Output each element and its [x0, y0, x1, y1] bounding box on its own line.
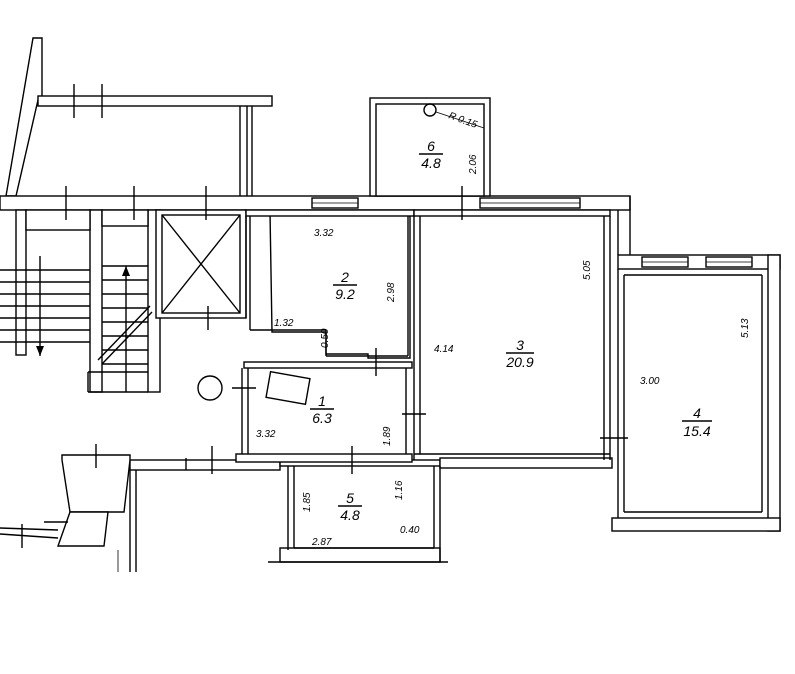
- room3-top-label: 5.05: [582, 260, 593, 280]
- room-6: [369, 97, 491, 197]
- room1-side-label: 1.89: [382, 426, 393, 446]
- room3-side-label: 4.14: [434, 344, 454, 355]
- room5-area: 4.8: [340, 507, 360, 523]
- room5-niche-label: 0.40: [400, 525, 420, 536]
- room4-top-label: 5.13: [740, 318, 751, 338]
- room-3: [413, 209, 611, 460]
- room3-area: 20.9: [505, 354, 533, 370]
- room2-niche-h-label: 0.50: [320, 328, 331, 348]
- room2-niche-w-label: 1.32: [274, 318, 294, 329]
- staircase: [0, 209, 153, 393]
- room6-side-label: 2.06: [468, 154, 479, 175]
- room-1: [235, 361, 413, 463]
- room3-number: 3: [516, 337, 524, 353]
- room5-number: 5: [346, 490, 354, 506]
- room5-left-label: 1.85: [302, 492, 313, 512]
- elevator-shaft: [155, 209, 247, 319]
- room2-top-label: 3.32: [314, 228, 334, 239]
- room-5: [287, 466, 441, 562]
- room6-area: 4.8: [421, 155, 441, 171]
- room2-side-label: 2.98: [386, 282, 397, 303]
- room2-area: 9.2: [335, 286, 355, 302]
- room1-number: 1: [318, 393, 326, 409]
- door-marks: [21, 84, 628, 548]
- windows: [311, 197, 753, 268]
- room6-number: 6: [427, 138, 435, 154]
- room1-width-label: 3.32: [256, 429, 276, 440]
- room4-number: 4: [693, 405, 701, 421]
- room4-area: 15.4: [683, 423, 710, 439]
- room-2: [245, 209, 415, 460]
- room2-number: 2: [340, 269, 349, 285]
- room5-bottom-label: 2.87: [311, 537, 332, 548]
- landing-column: [197, 375, 223, 401]
- room1-area: 6.3: [312, 410, 332, 426]
- room4-side-label: 3.00: [640, 376, 660, 387]
- room5-right-label: 1.16: [394, 480, 405, 500]
- room-4: [617, 269, 763, 518]
